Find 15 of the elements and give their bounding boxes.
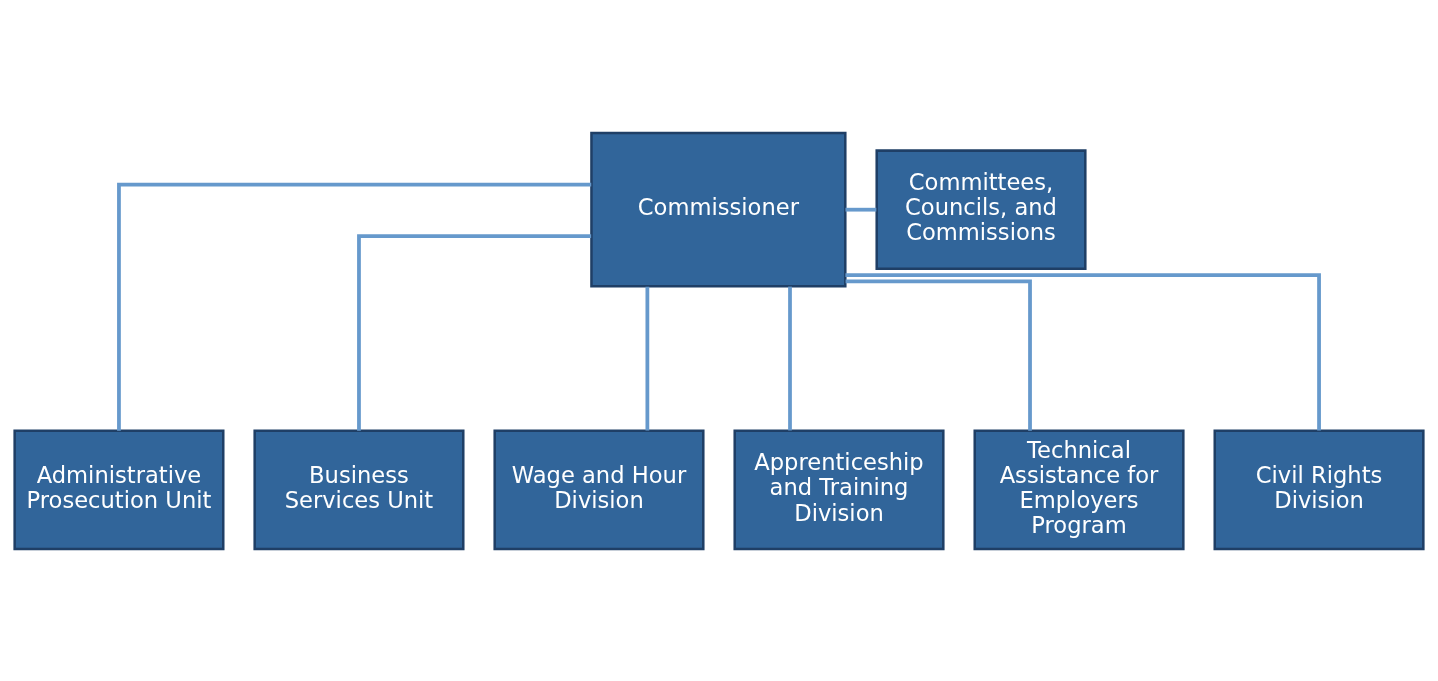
connector [117,182,592,431]
connector [845,207,877,212]
node-box: Administrative Prosecution Unit [13,429,225,550]
connector [645,286,650,430]
connector [845,272,1321,431]
node-box: Civil Rights Division [1213,429,1425,550]
node-box: Apprenticeship and Training Division [733,429,945,550]
node-box: Technical Assistance for Employers Program [973,429,1185,550]
connector [788,286,792,430]
node-box: Wage and Hour Division [493,429,705,550]
connector [357,233,592,431]
node-box: Commissioner [590,131,847,288]
node-box: Business Services Unit [253,429,465,550]
node-box: Committees, Councils, and Commissions [875,148,1087,270]
connector [845,278,1032,431]
